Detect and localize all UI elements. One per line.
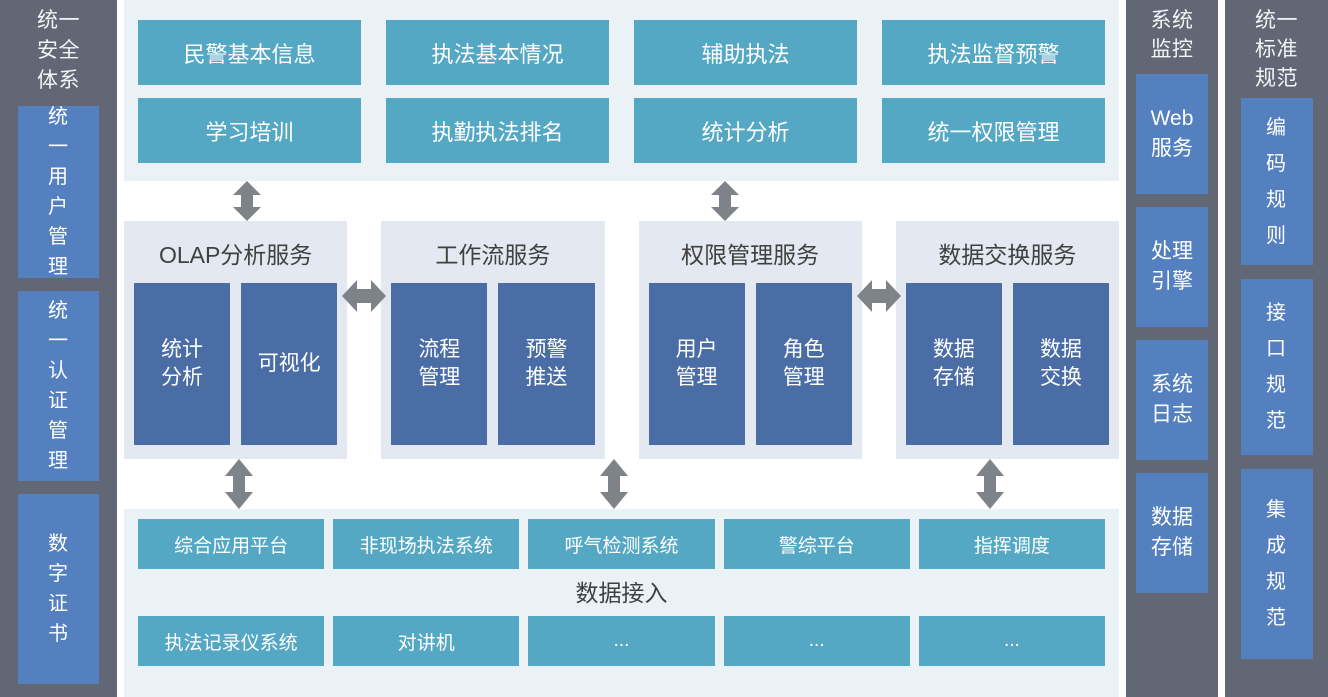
app-tile-duty-enforcement-ranking[interactable]: 执勤执法排名 — [386, 98, 609, 163]
center-stack: 民警基本信息 执法基本情况 辅助执法 执法监督预警 学习培训 执勤执法排名 统计… — [124, 0, 1119, 697]
data-source-row-1: 综合应用平台 非现场执法系统 呼气检测系统 警综平台 指挥调度 — [138, 519, 1106, 569]
double-arrow-horizontal-icon — [856, 279, 901, 313]
app-tile-learning-training[interactable]: 学习培训 — [138, 98, 361, 163]
standard-item-integration-spec[interactable]: 集 成 规 范 — [1240, 469, 1313, 659]
service-module-role-management[interactable]: 角色 管理 — [755, 283, 852, 445]
data-source-placeholder-2[interactable]: ... — [723, 616, 910, 666]
service-layer-row: OLAP分析服务 统计 分析 可视化 工作流服务 流程 管理 预警 推送 — [124, 221, 1119, 459]
data-source-breath-test-system[interactable]: 呼气检测系统 — [528, 519, 715, 569]
left-security-column: 统一 安全 体系 统 一 用 户 管 理 统 一 认 证 管 理 数 字 证 书 — [0, 0, 117, 697]
app-tile-statistical-analysis[interactable]: 统计分析 — [634, 98, 857, 163]
service-panel-olap: OLAP分析服务 统计 分析 可视化 — [124, 221, 348, 459]
left-column-item-unified-auth-management[interactable]: 统 一 认 证 管 理 — [18, 291, 99, 481]
arrow-strip-app-to-service — [124, 181, 1119, 221]
monitoring-item-system-log[interactable]: 系统 日志 — [1136, 340, 1208, 460]
data-access-layer-panel: 综合应用平台 非现场执法系统 呼气检测系统 警综平台 指挥调度 数据接入 执法记… — [124, 509, 1119, 697]
left-column-item-digital-certificate[interactable]: 数 字 证 书 — [18, 494, 99, 684]
data-source-row-2: 执法记录仪系统 对讲机 ... ... ... — [138, 616, 1106, 666]
arrow-strip-service-to-data — [124, 459, 1119, 509]
service-gap-2 — [604, 221, 639, 459]
service-module-user-management[interactable]: 用户 管理 — [648, 283, 745, 445]
double-arrow-vertical-icon — [599, 459, 629, 509]
service-gap-1 — [342, 221, 387, 459]
data-source-law-enforcement-recorder-system[interactable]: 执法记录仪系统 — [138, 616, 325, 666]
standard-item-coding-rules[interactable]: 编 码 规 则 — [1240, 98, 1313, 265]
double-arrow-vertical-icon — [232, 181, 262, 221]
app-tile-police-basic-info[interactable]: 民警基本信息 — [138, 20, 361, 85]
service-panel-title: OLAP分析服务 — [158, 242, 313, 268]
service-module-group: 数据 存储 数据 交换 — [905, 283, 1109, 445]
unified-standards-column: 统一 标准 规范 编 码 规 则 接 口 规 范 集 成 规 范 — [1225, 0, 1328, 697]
application-layer-row-2: 学习培训 执勤执法排名 统计分析 统一权限管理 — [138, 98, 1105, 163]
service-module-group: 统计 分析 可视化 — [134, 283, 338, 445]
far-right-gap-divider — [1218, 0, 1225, 697]
service-panel-permission: 权限管理服务 用户 管理 角色 管理 — [638, 221, 862, 459]
left-column-title: 统一 安全 体系 — [37, 9, 80, 92]
data-source-offsite-enforcement-system[interactable]: 非现场执法系统 — [333, 519, 520, 569]
data-source-walkie-talkie[interactable]: 对讲机 — [333, 616, 520, 666]
service-module-data-exchange[interactable]: 数据 交换 — [1012, 283, 1109, 445]
data-source-integrated-application-platform[interactable]: 综合应用平台 — [138, 519, 325, 569]
monitoring-item-processing-engine[interactable]: 处理 引擎 — [1136, 207, 1208, 327]
app-tile-enforcement-basic-status[interactable]: 执法基本情况 — [386, 20, 609, 85]
service-module-visualization[interactable]: 可视化 — [241, 283, 338, 445]
service-gap-3 — [856, 221, 901, 459]
service-module-group: 用户 管理 角色 管理 — [648, 283, 852, 445]
double-arrow-vertical-icon — [975, 459, 1005, 509]
system-monitoring-column: 系统 监控 Web 服务 处理 引擎 系统 日志 数据 存储 — [1126, 0, 1218, 697]
application-layer-row-1: 民警基本信息 执法基本情况 辅助执法 执法监督预警 — [138, 20, 1105, 85]
service-panel-workflow: 工作流服务 流程 管理 预警 推送 — [381, 221, 605, 459]
data-source-police-integrated-platform[interactable]: 警综平台 — [723, 519, 910, 569]
service-panel-title: 权限管理服务 — [681, 242, 820, 268]
service-panel-data-exchange: 数据交换服务 数据 存储 数据 交换 — [895, 221, 1119, 459]
left-column-item-unified-user-management[interactable]: 统 一 用 户 管 理 — [18, 106, 99, 278]
double-arrow-vertical-icon — [710, 181, 740, 221]
app-tile-unified-permission-management[interactable]: 统一权限管理 — [882, 98, 1105, 163]
app-tile-assisted-enforcement[interactable]: 辅助执法 — [634, 20, 857, 85]
monitoring-item-data-storage[interactable]: 数据 存储 — [1136, 473, 1208, 593]
service-module-statistical-analysis[interactable]: 统计 分析 — [134, 283, 231, 445]
data-source-placeholder-1[interactable]: ... — [528, 616, 715, 666]
service-module-group: 流程 管理 预警 推送 — [391, 283, 595, 445]
app-tile-enforcement-supervision-alert[interactable]: 执法监督预警 — [882, 20, 1105, 85]
service-panel-title: 工作流服务 — [435, 242, 551, 268]
application-layer-panel: 民警基本信息 执法基本情况 辅助执法 执法监督预警 学习培训 执勤执法排名 统计… — [124, 0, 1119, 181]
service-module-process-management[interactable]: 流程 管理 — [391, 283, 488, 445]
double-arrow-horizontal-icon — [342, 279, 387, 313]
data-access-label: 数据接入 — [575, 580, 668, 606]
service-module-data-storage[interactable]: 数据 存储 — [905, 283, 1002, 445]
service-panel-title: 数据交换服务 — [938, 242, 1077, 268]
service-module-alert-push[interactable]: 预警 推送 — [498, 283, 595, 445]
unified-standards-title: 统一 标准 规范 — [1255, 9, 1298, 90]
monitoring-item-web-service[interactable]: Web 服务 — [1136, 74, 1208, 194]
data-source-command-dispatch[interactable]: 指挥调度 — [918, 519, 1106, 569]
data-source-placeholder-3[interactable]: ... — [918, 616, 1106, 666]
left-gap-divider — [117, 0, 124, 697]
standard-item-interface-spec[interactable]: 接 口 规 范 — [1240, 279, 1313, 455]
double-arrow-vertical-icon — [224, 459, 254, 509]
right-gap-divider — [1119, 0, 1126, 697]
system-monitoring-title: 系统 监控 — [1150, 9, 1194, 61]
